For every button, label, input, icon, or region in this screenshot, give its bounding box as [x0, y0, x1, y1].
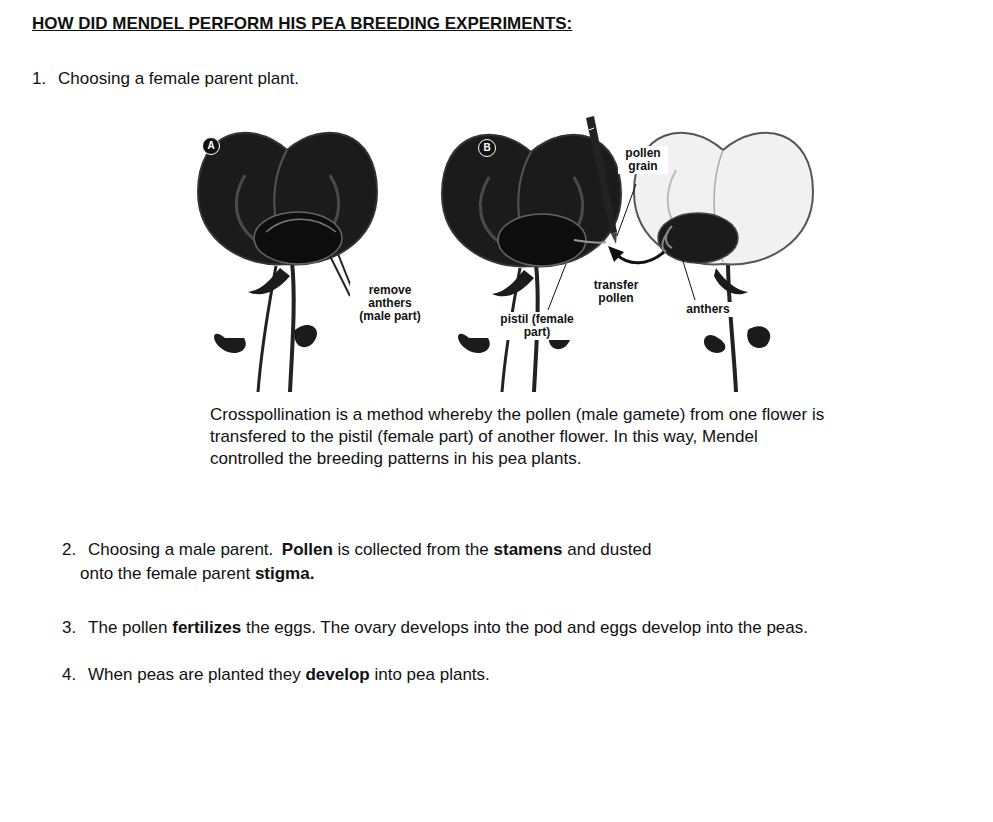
step-text: 3. — [62, 618, 76, 637]
key-term: stigma — [255, 564, 310, 583]
drawing-stroke — [198, 133, 377, 265]
drawing-stroke — [728, 262, 736, 392]
drawing-stroke — [666, 226, 672, 248]
drawing-stroke — [586, 116, 617, 234]
drawing-stroke — [658, 213, 738, 263]
drawing-stroke — [611, 232, 617, 244]
page-title: HOW DID MENDEL PERFORM HIS PEA BREEDING … — [32, 14, 572, 34]
callout-letter: B — [479, 140, 495, 156]
step-text: onto the female parent — [80, 564, 250, 583]
drawing-stroke — [266, 219, 336, 232]
drawing-stroke — [616, 252, 664, 263]
flower-a — [198, 133, 378, 392]
step-line: 4. When peas are planted theydevelop into … — [62, 664, 490, 686]
drawing-stroke — [214, 334, 246, 353]
step-line: onto the female parent stigma. — [80, 563, 314, 585]
step-text: and dusted — [567, 540, 651, 559]
callout-circle: B — [478, 139, 496, 157]
drawing-stroke — [248, 268, 290, 294]
callout-circle: A — [202, 137, 220, 155]
drawing-stroke — [714, 268, 748, 294]
drawing-stroke — [747, 326, 770, 348]
flower-b — [442, 135, 621, 392]
drawing-stroke — [290, 262, 294, 392]
part-label: pollen grain — [618, 146, 668, 174]
callout-letter: A — [203, 138, 219, 154]
leader-lines — [548, 184, 695, 310]
key-term: fertilizes — [172, 618, 241, 637]
step-text: is collected from the — [338, 540, 489, 559]
drawing-stroke — [458, 334, 490, 353]
drawing-stroke — [236, 175, 255, 240]
drawing-stroke — [480, 177, 499, 242]
drawing-stroke — [492, 270, 534, 296]
drawing-stroke — [498, 214, 586, 266]
key-term: stamens — [494, 540, 563, 559]
part-label: remove anthers (male part) — [350, 283, 430, 324]
drawing-stroke — [254, 212, 342, 264]
part-label: pistil (female part) — [490, 312, 584, 340]
drawing-stroke — [682, 258, 695, 300]
drawing-stroke — [608, 246, 624, 262]
drawing-stroke — [548, 264, 566, 310]
step-text: Choosing a male parent. — [88, 540, 273, 559]
drawing-stroke — [294, 325, 316, 347]
step-text: When peas are planted they — [88, 665, 301, 684]
key-term: . — [310, 564, 315, 583]
key-term: develop — [305, 665, 369, 684]
step-text: The pollen — [88, 618, 167, 637]
pollen-brush — [586, 116, 617, 244]
step-text: Choosing a female parent plant. — [58, 69, 299, 88]
step-text: into pea plants. — [374, 665, 489, 684]
drawing-stroke — [617, 184, 636, 236]
drawing-stroke — [704, 335, 725, 353]
step-line: 3. The pollen fertilizes the eggs. The ovar… — [62, 617, 808, 639]
part-label: anthers — [676, 302, 740, 317]
step-text: 4. — [62, 665, 76, 684]
step-text: 2. — [62, 540, 76, 559]
step-line: 2. Choosing a male parent. Pollen is collec… — [62, 539, 651, 561]
drawing-stroke — [574, 240, 606, 243]
step-text: the eggs. The ovary develops into the po… — [246, 618, 808, 637]
step-text: 1. — [32, 69, 46, 88]
part-label: transfer pollen — [586, 278, 646, 306]
illustration-caption: Crosspollination is a method whereby the… — [210, 404, 825, 470]
step-line: 1. Choosing a female parent plant. — [32, 68, 299, 90]
transfer-arrow — [608, 246, 664, 263]
key-term: Pollen — [282, 540, 333, 559]
drawing-stroke — [589, 128, 594, 130]
